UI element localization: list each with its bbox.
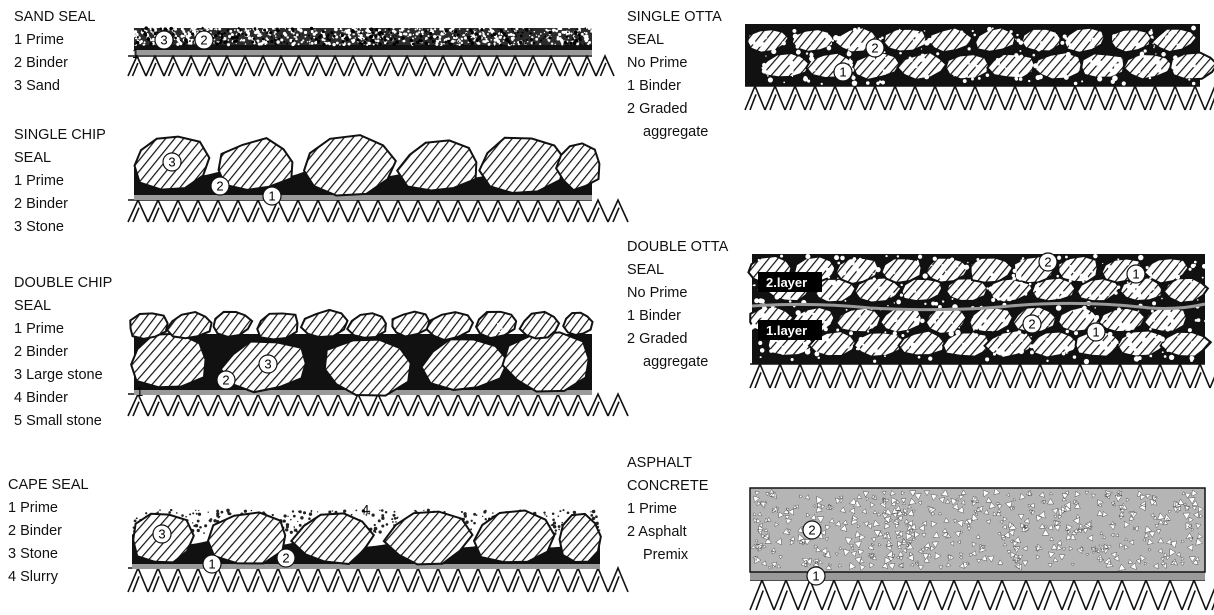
sand-seal-diagram: 3 2 1 xyxy=(128,22,592,78)
subgrade-hatch xyxy=(745,86,1214,110)
callout-number: 1 xyxy=(132,46,139,61)
single-otta-seal-diagram: 12 xyxy=(745,20,1205,112)
double-chip-seal-title-line2: SEAL xyxy=(14,295,112,318)
legend-item: 2 Binder xyxy=(14,52,95,75)
callout-number: 1 xyxy=(839,65,846,80)
prime-layer xyxy=(134,195,592,200)
callout-number: 3 xyxy=(158,527,165,542)
single-otta-seal-legend: SINGLE OTTA SEAL No Prime 1 Binder 2 Gra… xyxy=(627,6,722,144)
legend-item: 1 Prime xyxy=(14,170,106,193)
callout-number: 3 xyxy=(168,155,175,170)
legend-item: aggregate xyxy=(627,351,728,374)
stone xyxy=(562,310,594,336)
asphalt-concrete-title-line1: ASPHALT xyxy=(627,452,708,475)
callout-number: 4 xyxy=(362,502,369,517)
callout-number: 2 xyxy=(282,551,289,566)
legend-item: 2 Asphalt xyxy=(627,521,708,544)
legend-item: 1 Prime xyxy=(627,498,708,521)
cape-seal-diagram: 3 2 1 4 xyxy=(128,498,600,596)
callout-number: 2 xyxy=(222,373,229,388)
double-chip-seal-title-line1: DOUBLE CHIP xyxy=(14,272,112,295)
single-chip-seal-legend: SINGLE CHIP SEAL 1 Prime 2 Binder 3 Ston… xyxy=(14,124,106,239)
double-otta-seal-title-line2: SEAL xyxy=(627,259,728,282)
callout-number: 2 xyxy=(216,179,223,194)
callout-number: 1 xyxy=(208,557,215,572)
single-otta-seal-title-line2: SEAL xyxy=(627,29,722,52)
double-chip-seal-legend: DOUBLE CHIP SEAL 1 Prime 2 Binder 3 Larg… xyxy=(14,272,112,433)
prime-layer xyxy=(132,564,600,569)
cape-seal-title: CAPE SEAL xyxy=(8,474,89,497)
subgrade-hatch xyxy=(128,394,628,416)
asphalt-concrete-title-line2: CONCRETE xyxy=(627,475,708,498)
legend-item: 3 Sand xyxy=(14,75,95,98)
subgrade-hatch xyxy=(128,200,628,222)
callout-number: 3 xyxy=(264,357,271,372)
sand-seal-legend: SAND SEAL 1 Prime 2 Binder 3 Sand xyxy=(14,6,95,98)
subgrade-hatch xyxy=(750,364,1214,388)
legend-item: 1 Binder xyxy=(627,75,722,98)
callout-number: 2 xyxy=(200,33,207,48)
single-chip-seal-title-line1: SINGLE CHIP xyxy=(14,124,106,147)
legend-item: 2 Binder xyxy=(14,193,106,216)
subgrade-hatch xyxy=(128,568,628,592)
legend-item: 2 Graded xyxy=(627,98,722,121)
sand-seal-title: SAND SEAL xyxy=(14,6,95,29)
legend-item: 2 Binder xyxy=(14,341,112,364)
legend-item: Premix xyxy=(627,544,708,567)
legend-item: No Prime xyxy=(627,52,722,75)
legend-item: No Prime xyxy=(627,282,728,305)
asphalt-concrete-diagram: 21 xyxy=(750,484,1205,612)
double-otta-seal-diagram: 2.layer 1.layer 2 1 2 1 xyxy=(750,248,1205,390)
stone xyxy=(391,310,431,338)
legend-item: 1 Prime xyxy=(14,318,112,341)
callout-number: 1 xyxy=(136,384,143,399)
callout-number: 2 xyxy=(1028,317,1035,332)
callout-number: 1 xyxy=(1132,267,1139,282)
second-layer-tag: 2.layer xyxy=(766,275,807,290)
legend-item: 1 Binder xyxy=(627,305,728,328)
double-otta-seal-title-line1: DOUBLE OTTA xyxy=(627,236,728,259)
legend-item: 3 Stone xyxy=(14,216,106,239)
subgrade-hatch xyxy=(128,56,614,76)
callout-number: 1 xyxy=(812,569,819,584)
legend-item: 5 Small stone xyxy=(14,410,112,433)
legend-item: 1 Prime xyxy=(8,497,89,520)
asphalt-concrete-legend: ASPHALT CONCRETE 1 Prime 2 Asphalt Premi… xyxy=(627,452,708,567)
legend-item: 2 Binder xyxy=(8,520,89,543)
callout-number: 2 xyxy=(808,523,815,538)
callout-number: 1 xyxy=(268,189,275,204)
double-otta-seal-legend: DOUBLE OTTA SEAL No Prime 1 Binder 2 Gra… xyxy=(627,236,728,374)
legend-item: 1 Prime xyxy=(14,29,95,52)
legend-item: 2 Graded xyxy=(627,328,728,351)
single-otta-seal-title-line1: SINGLE OTTA xyxy=(627,6,722,29)
first-layer-tag: 1.layer xyxy=(766,323,807,338)
callout-number: 2 xyxy=(871,41,878,56)
legend-item: 3 Stone xyxy=(8,543,89,566)
callout-number: 3 xyxy=(160,33,167,48)
callout-number: 5 xyxy=(496,320,503,335)
legend-item: 4 Binder xyxy=(14,387,112,410)
legend-item: 4 Slurry xyxy=(8,566,89,589)
double-chip-seal-diagram: 3 2 5 1 xyxy=(128,306,592,418)
callout-number: 2 xyxy=(1044,255,1051,270)
single-chip-seal-diagram: 3 2 1 xyxy=(128,128,592,224)
legend-item: 3 Large stone xyxy=(14,364,112,387)
cape-seal-legend: CAPE SEAL 1 Prime 2 Binder 3 Stone 4 Slu… xyxy=(8,474,89,589)
single-chip-seal-title-line2: SEAL xyxy=(14,147,106,170)
legend-item: aggregate xyxy=(627,121,722,144)
callout-number: 1 xyxy=(1092,325,1099,340)
